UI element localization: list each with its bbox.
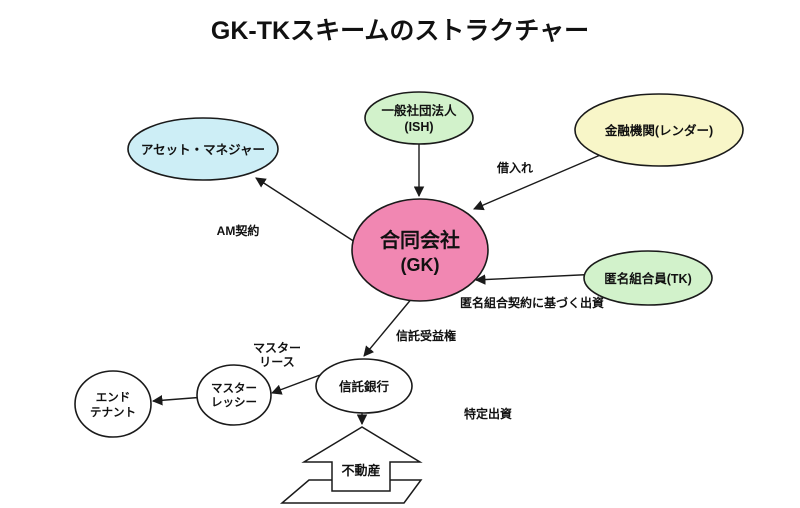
- ish-ellipse: [364, 91, 474, 145]
- node-ish: 一般社団法人 (ISH): [364, 91, 474, 145]
- label-specified-investment: 特定出資: [464, 406, 512, 421]
- master-lessee-ellipse: [196, 364, 272, 426]
- label-tk-investment: 匿名組合契約に基づく出資: [460, 295, 604, 310]
- end-tenant-ellipse: [74, 370, 152, 438]
- master-lessee-label-line1: マスター: [211, 381, 257, 395]
- gk-label-line1: 合同会社: [380, 228, 460, 252]
- asset-manager-label: アセット・マネジャー: [141, 143, 265, 157]
- ish-label-line2: (ISH): [404, 120, 433, 134]
- arrow-gk-to-trust-bank: [363, 296, 414, 357]
- arrow-gk-to-asset-manager: [255, 177, 356, 243]
- trust-bank-ellipse: [315, 358, 413, 414]
- ish-label-line1: 一般社団法人: [381, 103, 457, 118]
- tk-label: 匿名組合員(TK): [604, 271, 692, 286]
- label-master-lease-line2: リース: [259, 355, 294, 369]
- arrow-tk-to-gk: [474, 273, 601, 285]
- node-asset-manager: アセット・マネジャー: [127, 117, 279, 181]
- asset-manager-ellipse: [127, 117, 279, 181]
- trust-bank-label: 信託銀行: [339, 379, 390, 394]
- end-tenant-label-line1: エンド: [96, 391, 131, 404]
- label-am-contract: AM契約: [217, 223, 260, 238]
- arrow-trust-bank-to-master-lessee: [271, 374, 321, 395]
- node-lender: 金融機関(レンダー): [574, 93, 744, 167]
- lender-ellipse: [574, 93, 744, 167]
- real-estate-label: 不動産: [341, 463, 380, 478]
- label-trust-beneficiary: 信託受益権: [396, 328, 456, 343]
- label-master-lease-line1: マスター: [253, 341, 301, 355]
- master-lessee-label-line2: レッシー: [211, 396, 257, 409]
- arrow-lender-to-gk: [473, 152, 606, 211]
- lender-label: 金融機関(レンダー): [604, 123, 713, 138]
- gk-label-line2: (GK): [401, 255, 440, 275]
- end-tenant-label-line2: テナント: [90, 406, 136, 419]
- tk-ellipse: [583, 250, 713, 306]
- node-gk: 合同会社 (GK): [351, 198, 489, 302]
- node-end-tenant: エンド テナント: [74, 370, 152, 438]
- node-trust-bank: 信託銀行: [315, 358, 413, 414]
- real-estate-block-arrow: [301, 426, 423, 492]
- diagram-title: GK-TKスキームのストラクチャー: [211, 17, 589, 45]
- node-tk: 匿名組合員(TK): [583, 250, 713, 306]
- node-master-lessee: マスター レッシー: [196, 364, 272, 426]
- label-borrowing: 借入れ: [496, 160, 533, 175]
- gk-ellipse: [351, 198, 489, 302]
